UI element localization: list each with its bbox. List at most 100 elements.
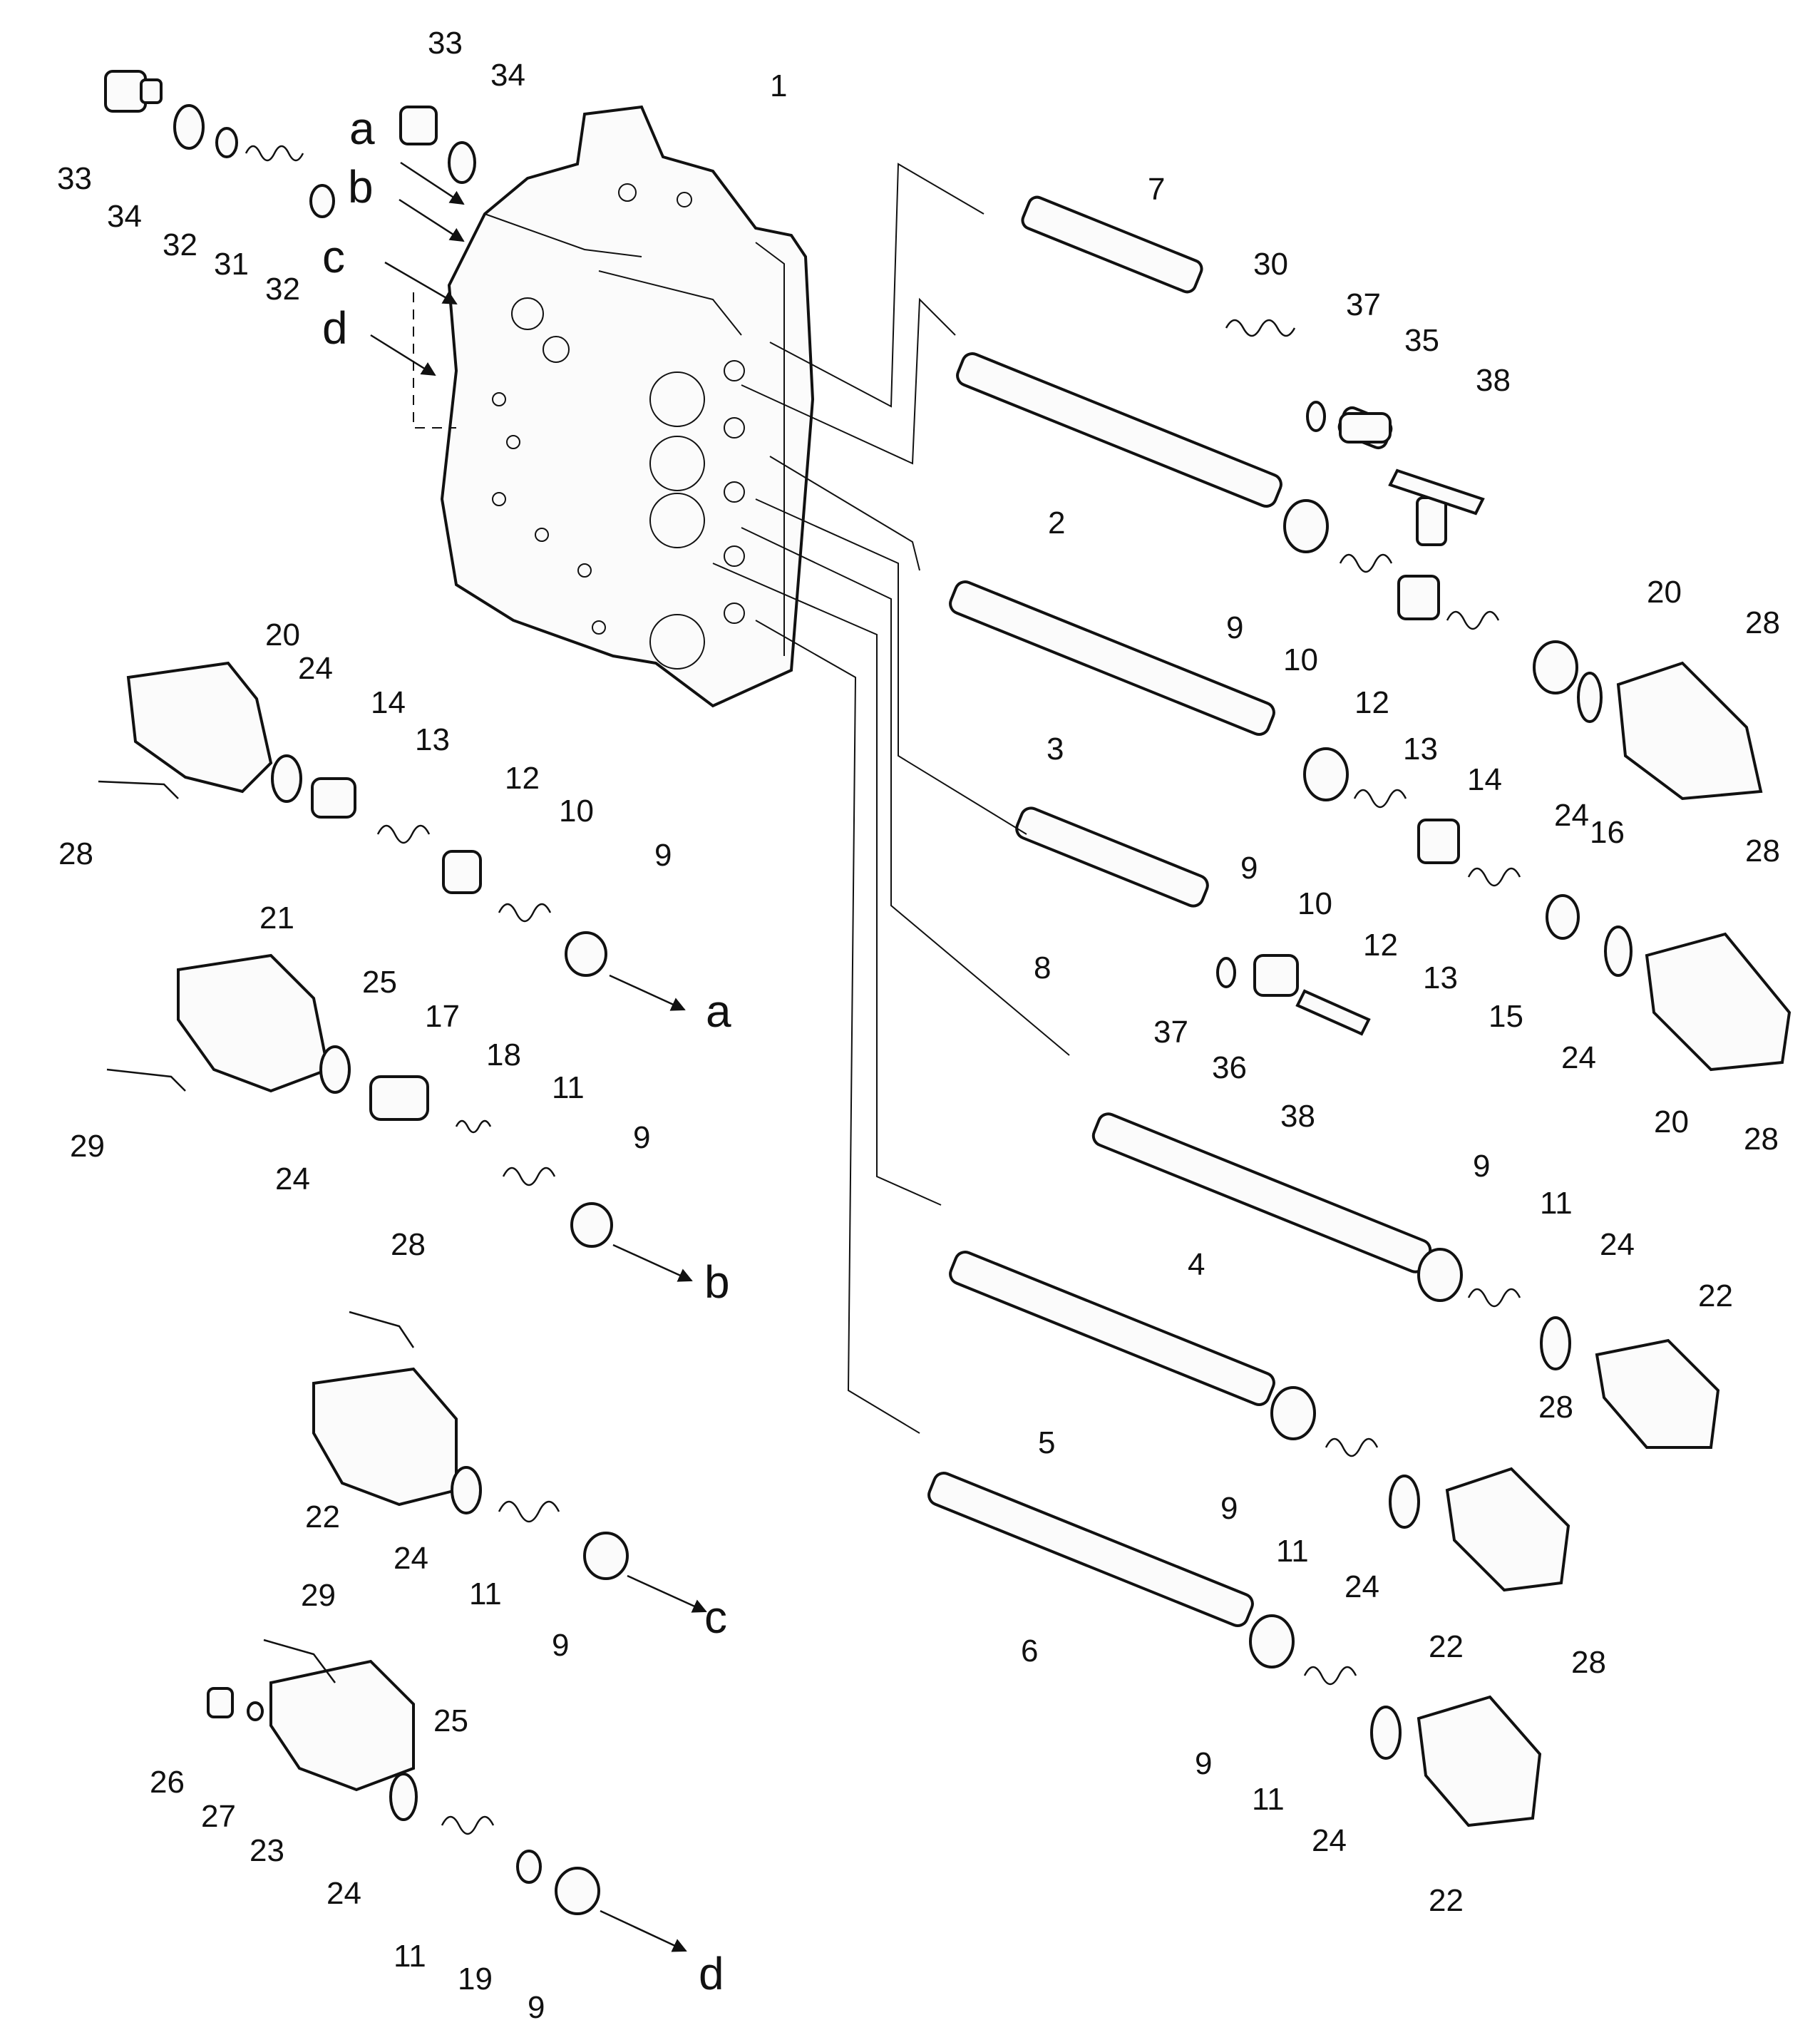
callout-13: 13 [415, 722, 450, 757]
callout-11: 11 [1276, 1534, 1309, 1569]
callout-14: 14 [371, 685, 406, 720]
callout-10: 10 [1283, 642, 1318, 677]
callout-28: 28 [1571, 1645, 1606, 1680]
callout-10: 10 [559, 794, 594, 829]
callout-28: 28 [391, 1227, 426, 1262]
callout-22: 22 [1429, 1629, 1464, 1664]
callout-25: 25 [433, 1703, 468, 1738]
leader-lines [712, 163, 1070, 1434]
left-assembly-c [312, 1311, 629, 1580]
callout-18: 18 [486, 1037, 521, 1072]
spool-8 [1015, 806, 1209, 908]
left-assembly-a [98, 661, 607, 977]
callout-37: 37 [1153, 1015, 1188, 1050]
callout-31: 31 [214, 247, 249, 282]
callout-1: 1 [770, 68, 787, 103]
callout-11: 11 [1252, 1782, 1285, 1817]
callout-12: 12 [1354, 685, 1389, 720]
callout-24: 24 [1554, 798, 1589, 833]
flow-label-a: a [349, 103, 375, 154]
callout-34: 34 [107, 199, 142, 234]
spool-5 [949, 1250, 1275, 1407]
callout-11: 11 [394, 1939, 426, 1974]
callout-16: 16 [1590, 815, 1625, 850]
callout-7: 7 [1148, 172, 1165, 207]
callout-24: 24 [1312, 1823, 1347, 1858]
callout-22: 22 [1698, 1278, 1733, 1313]
spool-2 [956, 352, 1282, 508]
spool-4 [1091, 1112, 1432, 1273]
callout-4: 4 [1188, 1247, 1205, 1282]
callout-28: 28 [1744, 1122, 1779, 1157]
callout-34: 34 [490, 58, 525, 93]
callout-28: 28 [1745, 834, 1780, 868]
callout-9: 9 [528, 1990, 545, 2020]
callout-33: 33 [428, 26, 463, 61]
callout-24: 24 [1345, 1569, 1379, 1604]
callout-13: 13 [1403, 732, 1438, 767]
callout-35: 35 [1404, 323, 1439, 358]
flow-label-b: b [704, 1256, 730, 1308]
callout-9: 9 [1240, 851, 1258, 886]
left-assembly-d [207, 1639, 600, 1915]
callout-9: 9 [552, 1628, 569, 1663]
callout-24: 24 [1561, 1040, 1596, 1075]
callout-6: 6 [1021, 1634, 1038, 1668]
spool-7 [1021, 195, 1296, 337]
left-assembly-b [106, 953, 613, 1248]
callout-11: 11 [552, 1070, 585, 1105]
callout-24: 24 [298, 651, 333, 686]
callout-10: 10 [1297, 886, 1332, 921]
callout-36: 36 [1212, 1050, 1247, 1085]
callout-29: 29 [70, 1129, 105, 1164]
flow-arrows [370, 161, 707, 1952]
callout-9: 9 [633, 1120, 650, 1155]
callout-24: 24 [1600, 1227, 1635, 1262]
callout-24: 24 [327, 1876, 361, 1911]
callout-8: 8 [1034, 950, 1051, 985]
callout-12: 12 [1363, 928, 1398, 963]
spool-6 [927, 1471, 1254, 1628]
callout-28: 28 [58, 836, 93, 871]
flow-label-c: c [322, 231, 345, 282]
callout-32: 32 [265, 272, 300, 307]
callout-23: 23 [250, 1833, 284, 1868]
callout-11: 11 [1540, 1186, 1573, 1221]
callout-20: 20 [265, 617, 300, 652]
callout-labels: 1 33 34 32 31 32 33 34 7 30 37 35 38 2 9… [57, 26, 1780, 2020]
callout-26: 26 [150, 1765, 185, 1800]
callout-9: 9 [1195, 1746, 1212, 1781]
callout-20: 20 [1647, 575, 1682, 610]
callout-2: 2 [1048, 506, 1065, 540]
callout-29: 29 [301, 1578, 336, 1613]
callout-33: 33 [57, 161, 92, 196]
callout-17: 17 [425, 999, 460, 1034]
callout-9: 9 [1226, 610, 1243, 645]
callout-13: 13 [1423, 960, 1458, 995]
callout-3: 3 [1047, 732, 1064, 767]
callout-14: 14 [1467, 762, 1502, 797]
spool-3 [949, 580, 1275, 737]
callout-37: 37 [1346, 287, 1381, 322]
top-plug-group [104, 70, 476, 218]
callout-9: 9 [654, 838, 672, 873]
callout-12: 12 [505, 761, 540, 796]
callout-24: 24 [394, 1541, 428, 1576]
flow-label-d: d [322, 302, 348, 354]
callout-30: 30 [1253, 247, 1288, 282]
callout-28: 28 [1538, 1390, 1573, 1425]
callout-19: 19 [458, 1962, 493, 1996]
valve-body [413, 105, 815, 708]
callout-5: 5 [1038, 1425, 1055, 1460]
callout-24: 24 [275, 1162, 310, 1196]
callout-9: 9 [1473, 1149, 1490, 1184]
callout-9: 9 [1220, 1491, 1238, 1526]
callout-20: 20 [1654, 1104, 1689, 1139]
flow-label-c: c [704, 1591, 727, 1643]
callout-38: 38 [1476, 363, 1511, 398]
flow-label-b: b [348, 161, 374, 212]
callout-11: 11 [469, 1576, 502, 1611]
callout-25: 25 [362, 965, 397, 1000]
callout-27: 27 [201, 1799, 236, 1834]
